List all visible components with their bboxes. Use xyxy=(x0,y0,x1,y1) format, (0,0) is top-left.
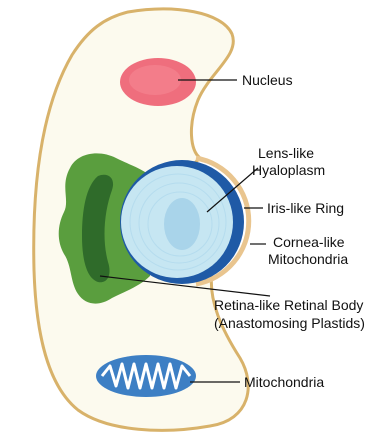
label-nucleus: Nucleus xyxy=(242,72,293,88)
label-cornea-line2: Mitochondria xyxy=(268,251,348,267)
label-iris: Iris-like Ring xyxy=(267,200,344,216)
label-mitochondria: Mitochondria xyxy=(244,374,324,390)
label-retina-line1: Retina-like Retinal Body xyxy=(214,297,363,313)
mitochondria-outer xyxy=(96,355,196,397)
lens-core xyxy=(164,198,200,250)
label-cornea-line1: Cornea-like xyxy=(273,234,345,250)
nucleus-highlight xyxy=(129,65,181,95)
label-lens-line1: Lens-like xyxy=(258,145,314,161)
label-retina-line2: (Anastomosing Plastids) xyxy=(214,315,365,331)
label-lens-line2: Hyaloplasm xyxy=(252,162,325,178)
